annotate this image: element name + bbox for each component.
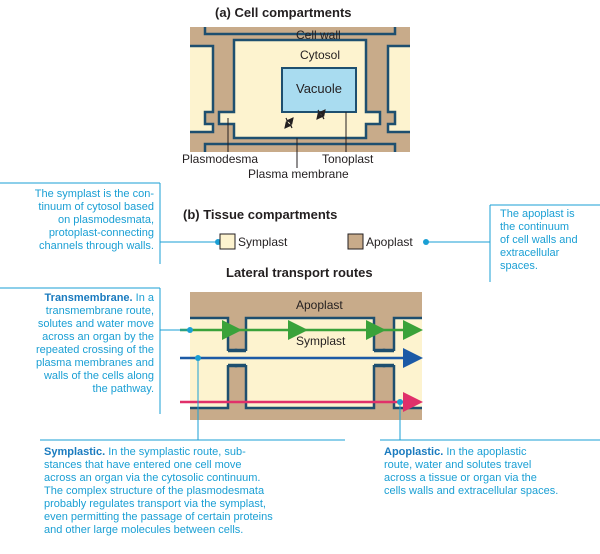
- tonoplast-label: Tonoplast: [322, 152, 374, 166]
- transmembrane-body: In a transmembrane route, solutes and wa…: [35, 292, 154, 395]
- left-neighbor-cytosol: [190, 44, 215, 134]
- apoplastic-note: Apoplastic. In the apoplastic route, wat…: [384, 446, 558, 498]
- cell-middle: [234, 316, 386, 410]
- cytosol-label: Cytosol: [300, 48, 341, 62]
- cell-compartments-figure: [190, 27, 410, 168]
- apoplastic-dot: [397, 399, 403, 405]
- apoplastic-body: In the apoplastic route, water and solut…: [384, 446, 559, 497]
- apoplastic-heading: Apoplastic.: [384, 446, 444, 458]
- apoplast-region-label: Apoplast: [296, 298, 343, 312]
- routes-title: Lateral transport routes: [226, 265, 373, 280]
- panel-a-title: (a) Cell compartments: [215, 5, 352, 20]
- transmembrane-heading: Transmembrane.: [44, 292, 133, 304]
- exchange-arrow-left-2: [286, 117, 294, 129]
- symplast-legend-label: Symplast: [238, 235, 288, 249]
- symplastic-body: In the symplastic route, sub- stances th…: [44, 446, 273, 536]
- plasma-membrane-label: Plasma membrane: [248, 167, 349, 181]
- apoplast-definition: The apoplast is the continuum of cell wa…: [500, 208, 578, 272]
- symplastic-dot: [195, 355, 201, 361]
- bottom-neighbor-cytosol: [203, 142, 397, 152]
- right-neighbor-cytosol: [386, 44, 410, 134]
- symplast-definition: The symplast is the con- tinuum of cytos…: [34, 188, 154, 252]
- apoplast-legend-dot: [423, 239, 429, 245]
- exchange-arrow-vacuole-2: [318, 109, 326, 120]
- transmembrane-note: Transmembrane. In a transmembrane route,…: [6, 292, 154, 396]
- apoplast-swatch: [347, 233, 364, 250]
- symplastic-note: Symplastic. In the symplastic route, sub…: [44, 446, 273, 537]
- symplast-swatch: [219, 233, 236, 250]
- transport-routes-figure: [180, 292, 423, 420]
- vacuole-label: Vacuole: [296, 81, 343, 96]
- plasmodesma-label: Plasmodesma: [182, 152, 259, 166]
- transmembrane-dot: [187, 327, 193, 333]
- cell-wall-label: Cell wall: [296, 28, 341, 42]
- symplastic-heading: Symplastic.: [44, 446, 106, 458]
- apoplast-legend-label: Apoplast: [366, 235, 413, 249]
- top-neighbor-cytosol: [203, 27, 397, 36]
- panel-b-title: (b) Tissue compartments: [183, 207, 338, 222]
- symplast-region-label: Symplast: [296, 334, 346, 348]
- vacuole-shape: [281, 67, 357, 113]
- route-connectors: [0, 287, 600, 441]
